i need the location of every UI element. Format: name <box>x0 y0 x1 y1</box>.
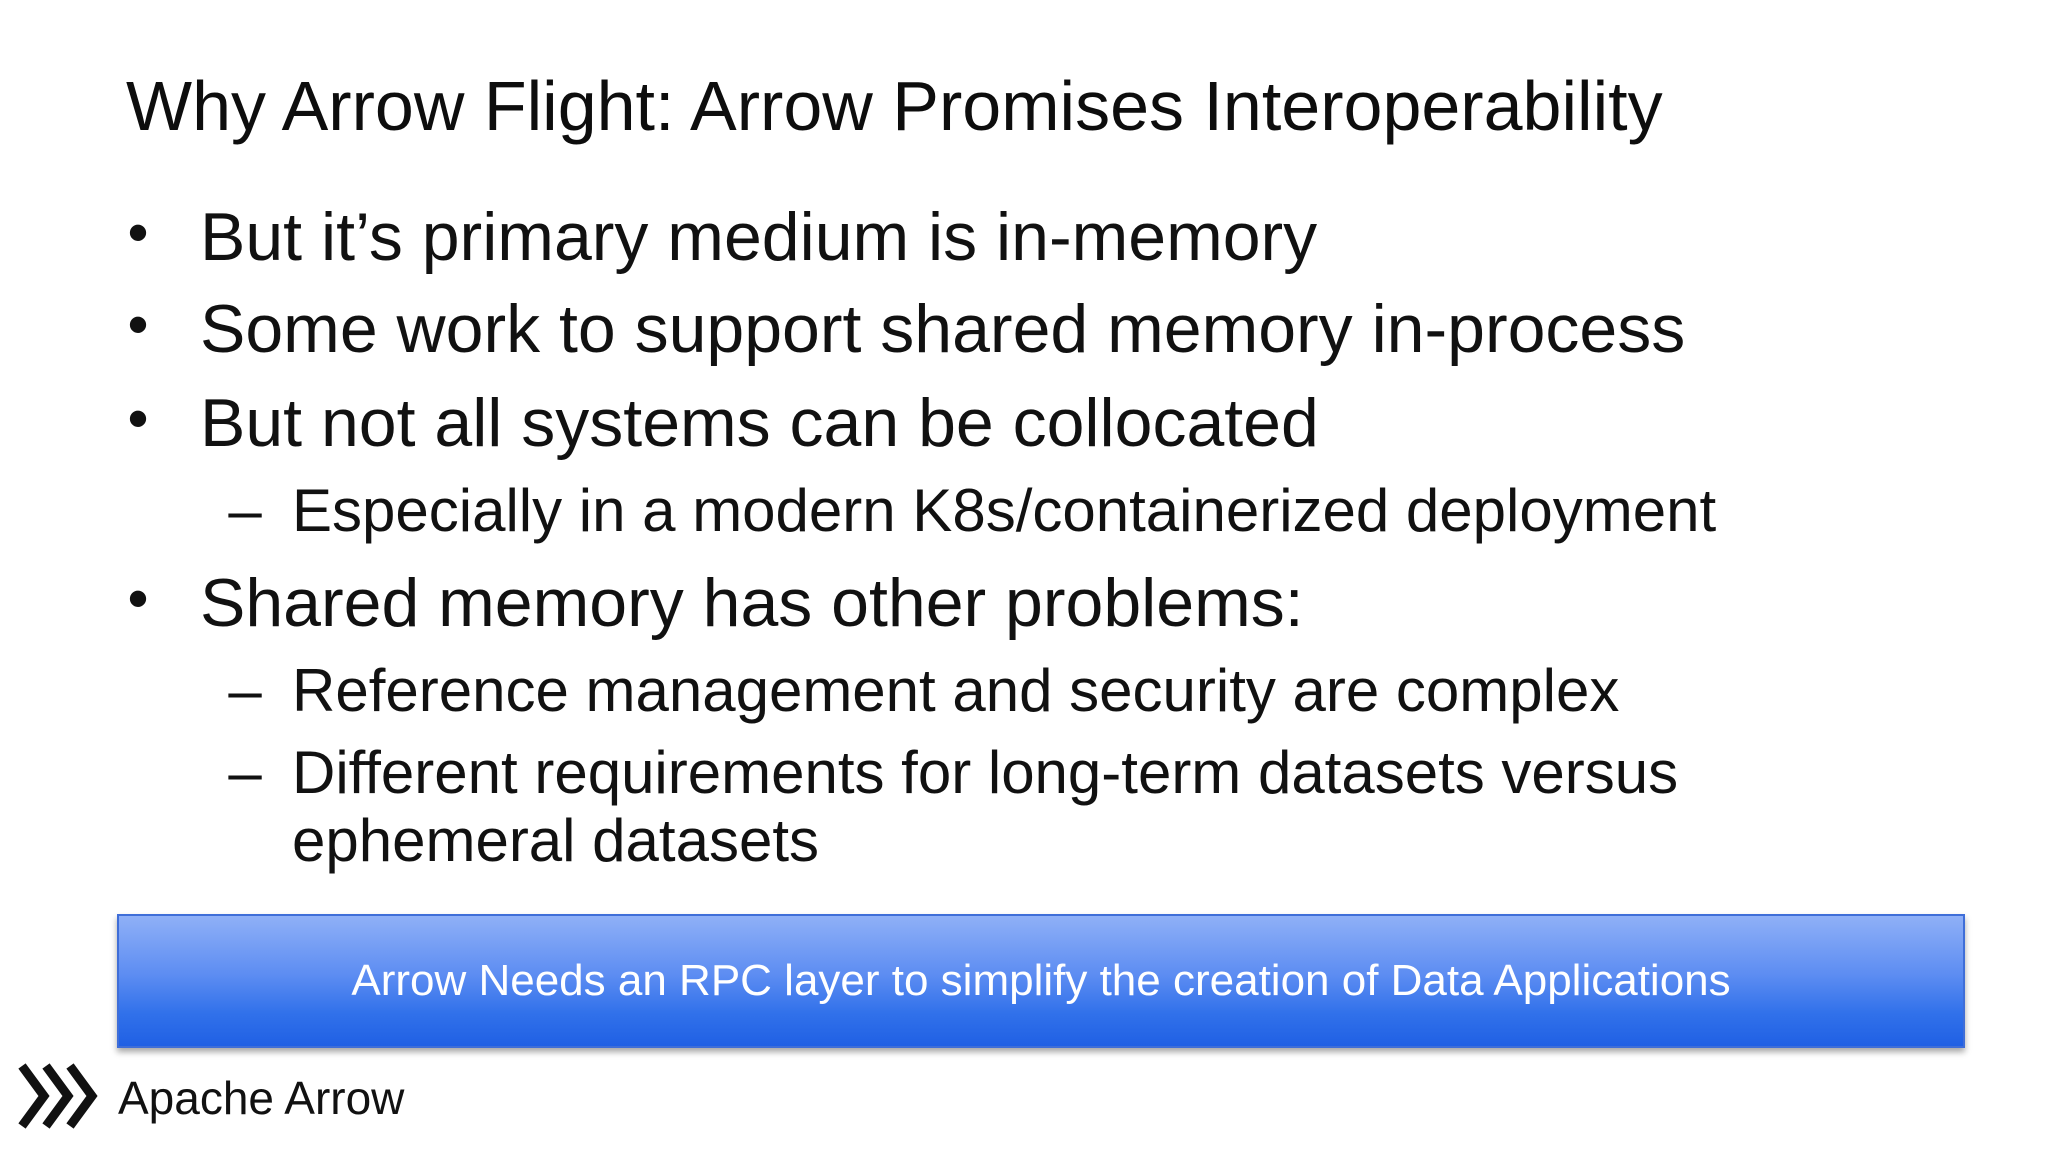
bullet-marker: • <box>127 291 149 358</box>
sub-bullet-text: Reference management and security are co… <box>292 657 1620 724</box>
callout-banner: Arrow Needs an RPC layer to simplify the… <box>117 914 1965 1048</box>
sub-bullet-text: ephemeral datasets <box>292 807 819 874</box>
bullet-text: Some work to support shared memory in-pr… <box>200 291 1686 367</box>
bullet-text: But not all systems can be collocated <box>200 385 1319 461</box>
bullet-marker: • <box>127 199 149 266</box>
bullet-marker: • <box>127 385 149 452</box>
bullet-text: But it’s primary medium is in-memory <box>200 199 1318 275</box>
sub-bullet-text: Different requirements for long-term dat… <box>292 739 1679 806</box>
bullet-marker: • <box>127 565 149 632</box>
callout-text: Arrow Needs an RPC layer to simplify the… <box>351 956 1731 1005</box>
footer-label: Apache Arrow <box>118 1072 405 1124</box>
dash-marker: – <box>228 739 262 806</box>
apache-arrow-chevrons-icon <box>18 1056 104 1136</box>
dash-marker: – <box>228 477 262 544</box>
dash-marker: – <box>228 657 262 724</box>
bullet-text: Shared memory has other problems: <box>200 565 1304 641</box>
slide-title: Why Arrow Flight: Arrow Promises Interop… <box>126 67 1663 145</box>
sub-bullet-text: Especially in a modern K8s/containerized… <box>292 477 1717 544</box>
